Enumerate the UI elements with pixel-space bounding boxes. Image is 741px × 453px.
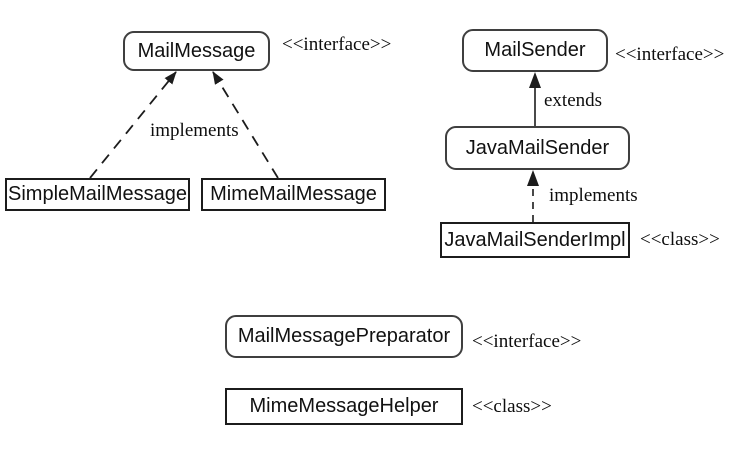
arrowhead-implements xyxy=(527,170,539,186)
class-box-mimemailmessage: MimeMailMessage xyxy=(201,178,386,211)
edge-label-extends: extends xyxy=(544,90,603,111)
stereotype-javamailsenderimpl-class: <<class>> xyxy=(640,229,720,250)
class-box-simplemailmessage: SimpleMailMessage xyxy=(5,178,190,211)
class-name-javamailsenderimpl: JavaMailSenderImpl xyxy=(444,228,626,251)
class-name-mailsender: MailSender xyxy=(484,39,586,61)
class-box-mailmessagepreparator: MailMessagePreparator xyxy=(225,315,463,358)
class-name-mimemailmessage: MimeMailMessage xyxy=(210,183,377,205)
stereotype-mailmessagepreparator-interface: <<interface>> xyxy=(472,331,582,352)
class-name-mailmessagepreparator: MailMessagePreparator xyxy=(237,325,451,347)
stereotype-mailmessage-interface: <<interface>> xyxy=(282,34,392,55)
class-name-mailmessage: MailMessage xyxy=(137,39,256,62)
edge-mimemailmessage-implements-mailmessage xyxy=(212,71,279,179)
edge-label-implements-right: implements xyxy=(549,185,638,206)
class-box-mailsender: MailSender xyxy=(462,29,608,72)
edge-simplemailmessage-implements-mailmessage xyxy=(89,71,177,179)
class-name-mimemessagehelper: MimeMessageHelper xyxy=(249,395,439,417)
class-box-javamailsenderimpl: JavaMailSenderImpl xyxy=(440,222,630,258)
arrowhead-extends xyxy=(529,72,541,88)
edge-label-implements-left: implements xyxy=(150,120,239,141)
class-box-mailmessage: MailMessage xyxy=(123,31,270,71)
class-box-mimemessagehelper: MimeMessageHelper xyxy=(225,388,463,425)
stereotype-mailsender-interface: <<interface>> xyxy=(615,44,725,65)
class-box-javamailsender: JavaMailSender xyxy=(445,126,630,170)
class-name-simplemailmessage: SimpleMailMessage xyxy=(8,183,187,205)
class-name-javamailsender: JavaMailSender xyxy=(465,136,610,159)
stereotype-mimemessagehelper-class: <<class>> xyxy=(472,396,552,417)
